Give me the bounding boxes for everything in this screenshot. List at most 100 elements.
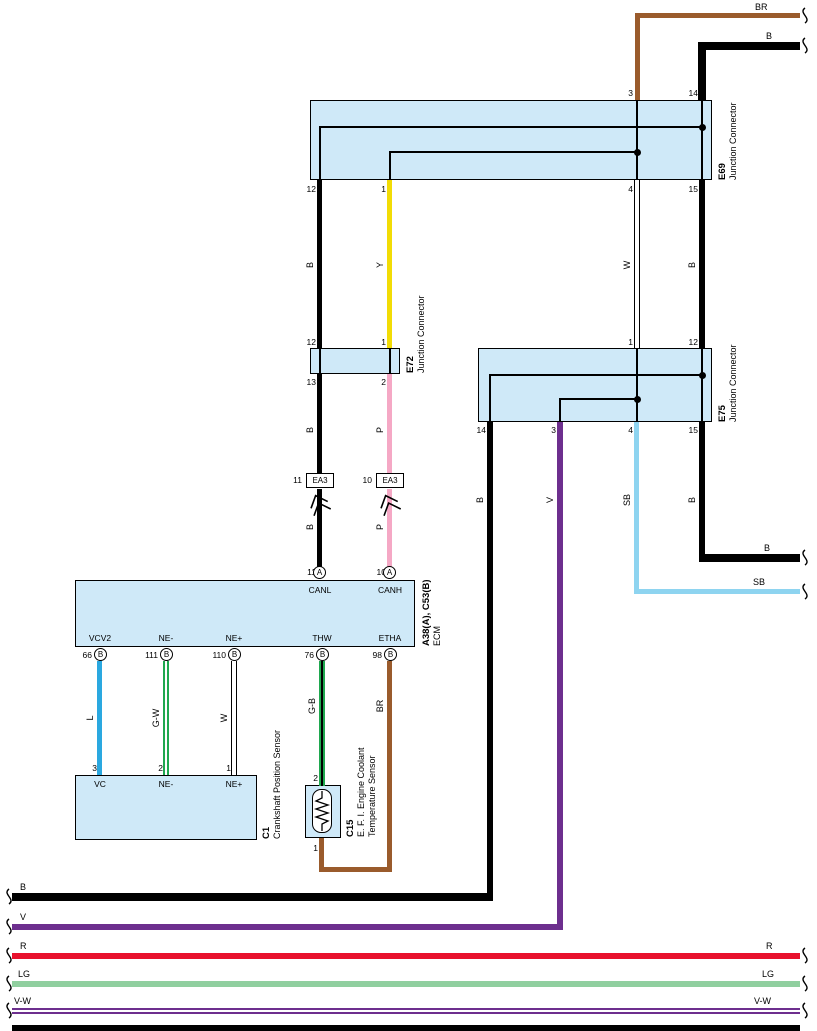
offpage-label-sb-mid: SB xyxy=(753,577,766,587)
wire-b-e75-right-vertical xyxy=(699,422,705,562)
wire-gw-ne-minus xyxy=(163,661,169,775)
ecm-connector-b-circle-2: B xyxy=(160,648,173,661)
ecm-pin-11: 11 xyxy=(307,567,316,577)
junction-connector-e69 xyxy=(310,100,712,180)
offpage-break-lg-right xyxy=(802,975,808,992)
offpage-break-lg-left xyxy=(6,975,12,992)
wire-p-ea3-ecm xyxy=(387,489,392,567)
wire-label-br-1: BR xyxy=(375,699,385,713)
wire-label-gb: G-B xyxy=(307,698,317,715)
wire-label-sb-1: SB xyxy=(622,494,632,507)
wire-label-b-1: B xyxy=(305,262,315,269)
ea3-left-box: EA3 xyxy=(306,473,334,488)
e75-name-label: E75 Junction Connector xyxy=(717,330,739,422)
junction-connector-e75 xyxy=(478,348,712,422)
wire-label-gw: G-W xyxy=(151,708,161,728)
offpage-label-v-bottom: V xyxy=(20,912,27,922)
e75-pin-14: 14 xyxy=(476,425,486,435)
shield-symbol-left xyxy=(310,494,332,516)
wire-b-top-horizontal xyxy=(698,42,800,50)
wire-b-bottom-edge-bus xyxy=(12,1025,800,1031)
offpage-label-b-mid: B xyxy=(764,543,771,553)
e75-pin-4: 4 xyxy=(628,425,633,435)
ecm-connector-a-circle-1: A xyxy=(313,566,326,579)
ecm-connector-b-circle-5: B xyxy=(384,648,397,661)
wire-label-w-1: W xyxy=(622,260,632,270)
e69-junction-dot-2 xyxy=(633,148,641,156)
offpage-break-sb-mid xyxy=(802,583,808,600)
wire-gb-thw xyxy=(319,661,325,786)
offpage-break-b-mid xyxy=(802,549,808,566)
ecm-description: ECM xyxy=(432,626,442,646)
wire-br-c15-stub xyxy=(319,838,324,872)
wire-label-b-5: B xyxy=(475,497,485,504)
ecm-code: A38(A), C53(B) xyxy=(421,579,432,646)
wire-label-w-2: W xyxy=(219,713,229,723)
offpage-label-r-left: R xyxy=(20,941,27,951)
wire-v-e75-bottom xyxy=(557,422,563,930)
e75-pin-12: 12 xyxy=(688,337,698,347)
e75-bus-line-2 xyxy=(559,398,637,400)
e75-pin-15: 15 xyxy=(688,425,698,435)
c1-code: C1 xyxy=(261,826,272,839)
wire-v-bottom-bus xyxy=(12,924,563,930)
wire-b-bottom-bus xyxy=(12,893,490,901)
ecm-label-thw: THW xyxy=(312,633,332,643)
ecm-box xyxy=(75,580,415,647)
ecm-connector-a-circle-2: A xyxy=(383,566,396,579)
e72-code: E72 xyxy=(405,356,416,373)
ea3-right-pin-number: 10 xyxy=(362,475,372,485)
e72-through-2 xyxy=(389,348,391,374)
wire-b-mid-horizontal xyxy=(699,554,800,562)
offpage-break-vw-right xyxy=(802,1002,808,1019)
wire-label-b-4: B xyxy=(305,524,315,531)
e69-name-label: E69 Junction Connector xyxy=(717,90,739,180)
e72-pin-12: 12 xyxy=(306,337,316,347)
e72-pin-2: 2 xyxy=(381,377,386,387)
wire-label-p-2: P xyxy=(375,524,385,531)
wire-br-bottom-horizontal xyxy=(319,867,392,872)
offpage-break-v-bottom xyxy=(6,918,12,935)
c15-description-line1: E. F. I. Engine Coolant xyxy=(356,747,366,837)
wire-vw-bus xyxy=(12,1008,800,1014)
ecm-label-ne-plus: NE+ xyxy=(225,633,243,643)
c15-code: C15 xyxy=(345,819,356,837)
offpage-label-vw-right: V-W xyxy=(754,996,771,1006)
e69-description: Junction Connector xyxy=(728,102,738,180)
ecm-pin-110: 110 xyxy=(212,650,226,660)
e72-name-label: E72 Junction Connector xyxy=(405,281,427,373)
e69-through-pin3-pin4 xyxy=(636,100,638,180)
offpage-label-lg-left: LG xyxy=(18,969,31,979)
e75-description: Junction Connector xyxy=(728,344,738,422)
c1-description: Crankshaft Position Sensor xyxy=(272,729,282,839)
e69-pin-1: 1 xyxy=(381,184,386,194)
offpage-label-b-top: B xyxy=(766,31,773,41)
ecm-name-label: A38(A), C53(B) ECM xyxy=(421,572,443,646)
ea3-right-box: EA3 xyxy=(376,473,404,488)
wire-b-e72-ea3 xyxy=(317,374,322,474)
c1-label-vc: VC xyxy=(94,779,106,789)
wire-w-ne-plus xyxy=(231,661,237,775)
c1-label-ne-plus: NE+ xyxy=(225,779,243,789)
wire-br-top-vertical xyxy=(635,13,640,100)
e75-through-pin1-pin4 xyxy=(636,348,638,422)
e75-junction-dot-1 xyxy=(698,371,706,379)
e69-bus-line-2 xyxy=(389,151,637,153)
ecm-label-etha: ETHA xyxy=(378,633,402,643)
ecm-pin-10: 10 xyxy=(376,567,386,577)
wire-label-b-6: B xyxy=(687,497,697,504)
wire-label-p-1: P xyxy=(375,427,385,434)
e69-through-pin14-pin15 xyxy=(701,100,703,180)
wire-l-vcv2 xyxy=(97,661,102,775)
wire-label-v-1: V xyxy=(545,497,555,504)
ecm-connector-b-circle-3: B xyxy=(228,648,241,661)
wire-br-etha-vertical xyxy=(387,661,392,872)
e75-pin-3: 3 xyxy=(551,425,556,435)
ecm-connector-b-circle-1: B xyxy=(94,648,107,661)
offpage-break-br-top xyxy=(802,7,808,24)
offpage-break-b-bottom xyxy=(6,888,12,905)
resistor-symbol xyxy=(313,791,331,831)
e69-junction-dot-1 xyxy=(698,123,706,131)
wire-br-top-horizontal xyxy=(635,13,800,18)
